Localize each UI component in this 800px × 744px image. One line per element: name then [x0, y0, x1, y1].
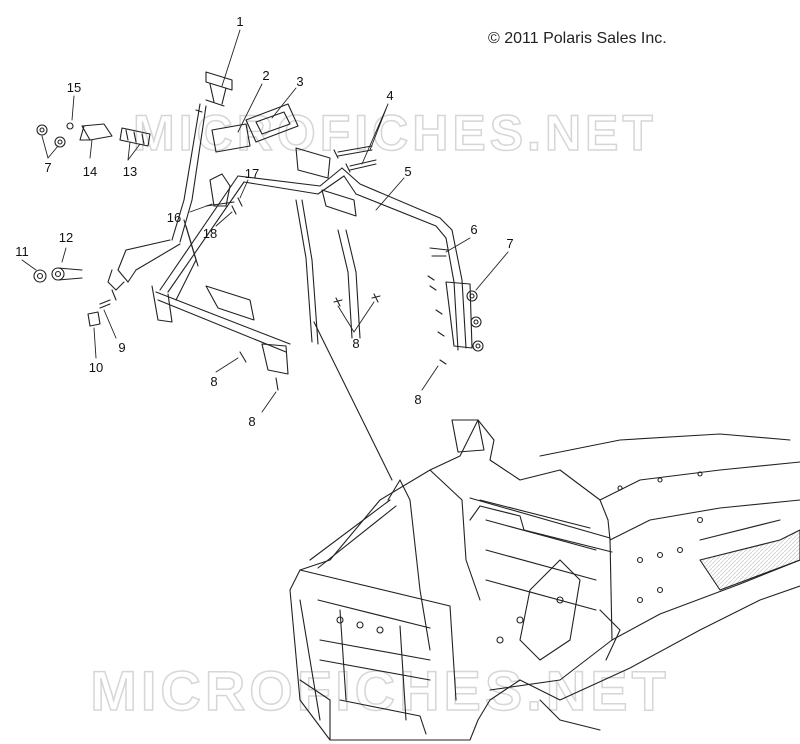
- callout-4: 4: [386, 88, 393, 103]
- part-1-shaft: [107, 71, 233, 301]
- callout-18: 18: [203, 226, 217, 241]
- callout-16: 16: [167, 210, 181, 225]
- part-15-nut: [66, 122, 74, 130]
- callout-8d: 8: [414, 392, 421, 407]
- part-10-bushing: [87, 311, 101, 327]
- part-14-clip: [79, 123, 113, 141]
- callout-17: 17: [245, 166, 259, 181]
- callout-12: 12: [59, 230, 73, 245]
- watermark-bottom: MICROFICHES.NET: [90, 659, 670, 722]
- part-17-bolt: [237, 197, 243, 207]
- callout-6: 6: [470, 222, 477, 237]
- assembly-pointer-line: [313, 321, 393, 481]
- part-2-plate: [211, 123, 251, 153]
- part-11-nut: [33, 269, 47, 283]
- callout-1: 1: [236, 14, 243, 29]
- part-18-washer: [231, 205, 237, 215]
- chassis-assembly: [289, 419, 800, 741]
- callout-7b: 7: [506, 236, 513, 251]
- watermark-top: MICROFICHES.NET: [133, 105, 657, 161]
- callout-13: 13: [123, 164, 137, 179]
- part-12-rod-end: [51, 267, 83, 281]
- part-4-bolts: [333, 145, 377, 173]
- part-13-clip: [119, 127, 151, 147]
- callout-11: 11: [15, 244, 29, 259]
- part-7-nuts: [36, 124, 484, 352]
- part-9-washer: [99, 299, 111, 309]
- copyright-notice: © 2011 Polaris Sales Inc.: [488, 30, 667, 47]
- callout-14: 14: [83, 164, 97, 179]
- callout-7a: 7: [44, 160, 51, 175]
- callout-2: 2: [262, 68, 269, 83]
- part-16-bracket: [205, 173, 235, 207]
- callout-15: 15: [67, 80, 81, 95]
- callout-8c: 8: [248, 414, 255, 429]
- callout-9: 9: [118, 340, 125, 355]
- part-6-bracket: [429, 247, 449, 257]
- callout-8b: 8: [210, 374, 217, 389]
- callout-5: 5: [404, 164, 411, 179]
- part-8-fasteners: [239, 275, 447, 391]
- part-5-roll-cage: [151, 147, 473, 375]
- callout-10: 10: [89, 360, 103, 375]
- callout-8a: 8: [352, 336, 359, 351]
- leader-lines: [21, 29, 509, 413]
- callout-3: 3: [296, 74, 303, 89]
